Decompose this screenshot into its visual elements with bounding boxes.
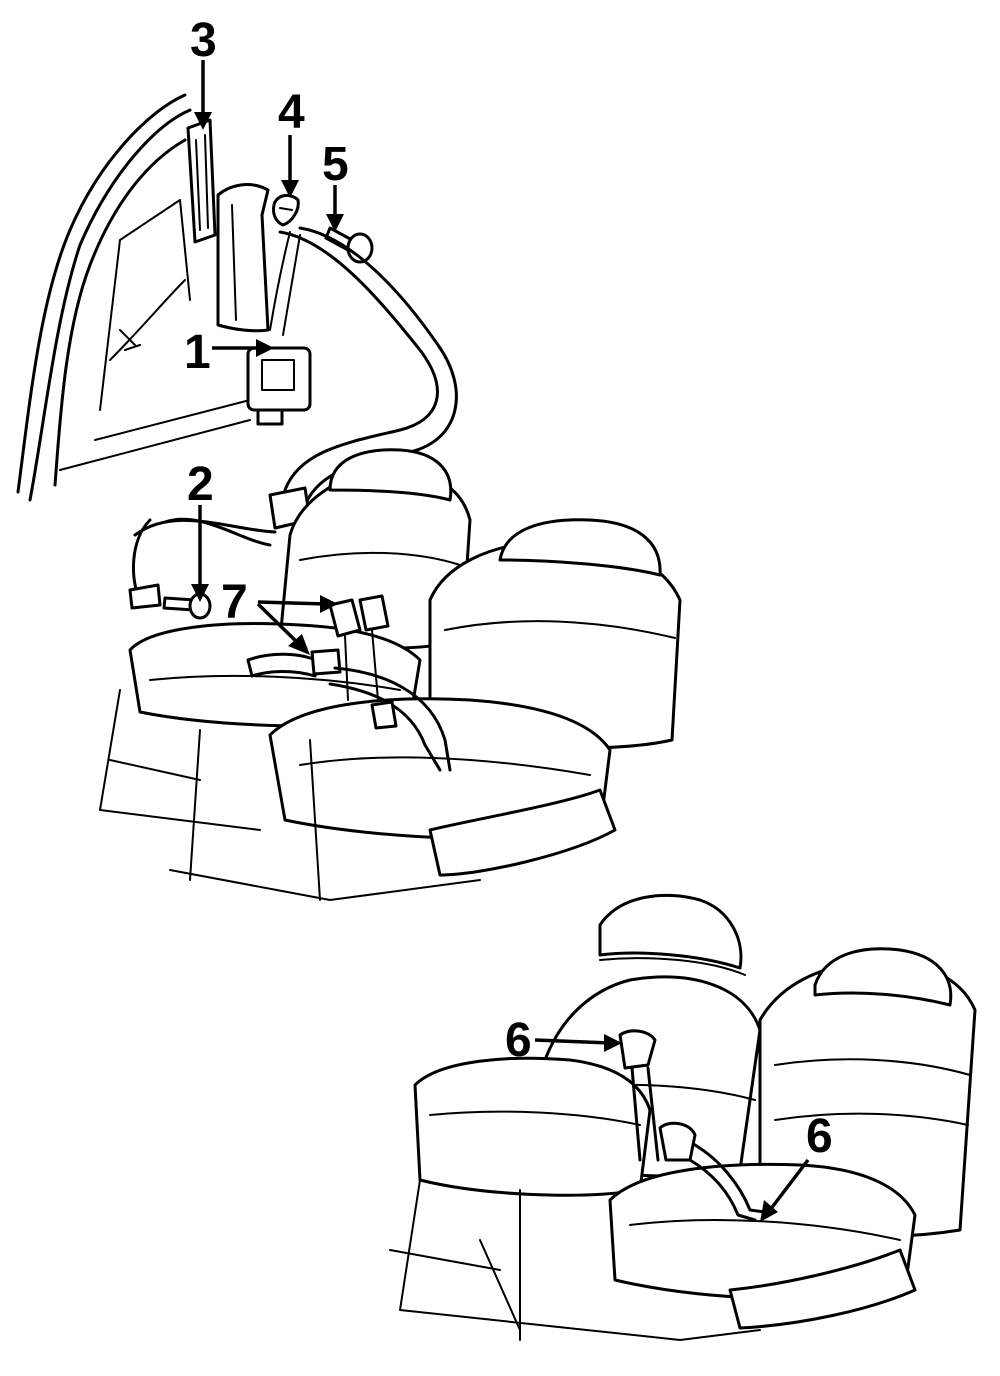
callout-1: 1 xyxy=(184,326,211,379)
callout-5: 5 xyxy=(322,138,349,191)
part-3-upper-pillar-trim xyxy=(186,118,217,244)
callout-6-right: 6 xyxy=(806,1110,833,1163)
callout-4: 4 xyxy=(278,86,305,139)
callout-3: 3 xyxy=(190,14,217,67)
part-2-anchor-bolt xyxy=(162,592,212,620)
callout-labels: 3 4 5 1 2 7 6 6 xyxy=(184,14,833,1163)
lower-pillar-trim xyxy=(216,183,270,333)
part-7-buckle-assembly xyxy=(246,594,452,772)
callout-6-left: 6 xyxy=(505,1014,532,1067)
door-pillar-frame xyxy=(16,93,251,502)
rear-seats xyxy=(389,893,977,1341)
callout-2: 2 xyxy=(187,458,214,511)
part-1-retractor xyxy=(246,231,312,426)
front-seats xyxy=(99,448,682,901)
callout-7: 7 xyxy=(221,576,248,629)
callout-arrows xyxy=(191,60,810,1222)
part-4-d-ring-guide xyxy=(272,193,300,227)
